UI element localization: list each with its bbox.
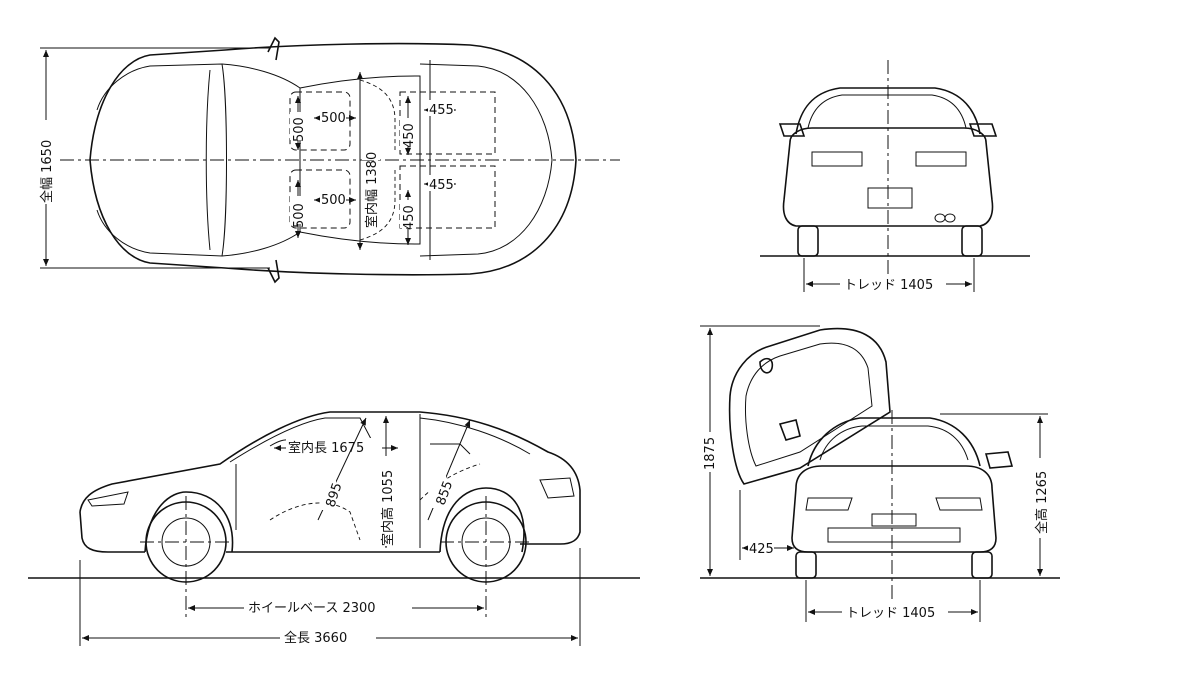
- overall-height-label: 全高 1265: [1034, 471, 1050, 534]
- overall-length-label: 全長 3660: [284, 630, 347, 646]
- room-height-label: 室内高 1055: [380, 470, 396, 546]
- rear-space-depth-b-label: 450: [402, 205, 417, 230]
- seat-width-rear-label: 500: [321, 193, 346, 208]
- side-view: 室内長 1675 室内高 1055 895 855 ホイールベース 2300 全…: [28, 411, 640, 646]
- front-headroom-label: 895: [324, 481, 346, 509]
- overall-width-label: 全幅 1650: [39, 140, 55, 203]
- front-view: 1875 全高 1265 425 トレッド 1405: [700, 325, 1060, 622]
- rear-space-width-a-label: 455: [429, 103, 454, 118]
- front-tread-label: トレッド 1405: [846, 606, 935, 621]
- rear-space-depth-a-label: 450: [402, 123, 417, 148]
- rear-space-width-b-label: 455: [429, 178, 454, 193]
- room-width-label: 室内幅 1380: [364, 152, 380, 228]
- seat-width-front-label: 500: [321, 111, 346, 126]
- open-door-height-label: 1875: [703, 437, 718, 470]
- room-length-label: 室内長 1675: [288, 440, 364, 456]
- door-clearance-label: 425: [749, 542, 774, 557]
- top-view: 全幅 1650 室内幅 1380 500 500 500: [36, 36, 620, 284]
- wheelbase-label: ホイールベース 2300: [248, 601, 376, 616]
- rear-tread-label: トレッド 1405: [844, 278, 933, 293]
- seat-depth-rear-label: 500: [292, 203, 307, 228]
- rear-view: トレッド 1405: [760, 60, 1030, 293]
- seat-depth-front-label: 500: [292, 117, 307, 142]
